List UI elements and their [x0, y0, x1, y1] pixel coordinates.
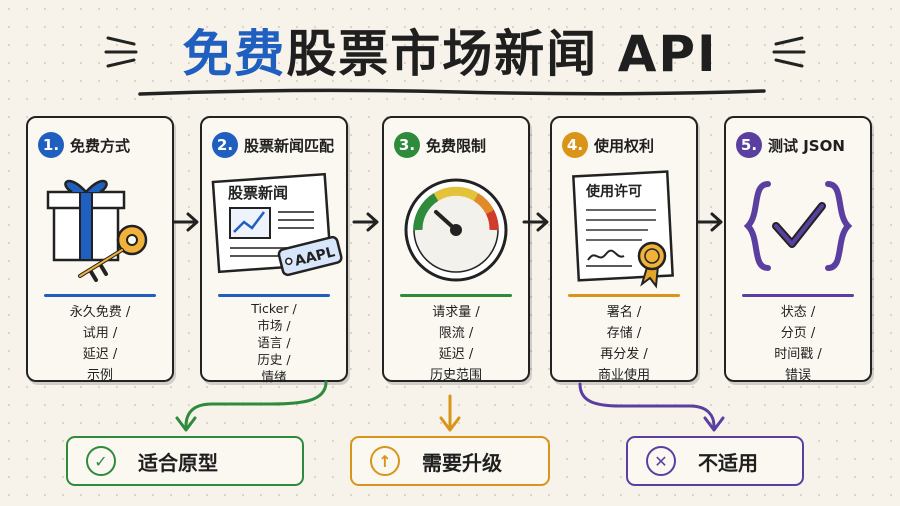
list-item: 署名 /	[606, 305, 642, 320]
list-item: 商业使用	[597, 368, 650, 383]
newspaper-tag-icon: 股票新闻 AAPL	[211, 172, 343, 277]
license-certificate-icon: 使用许可	[572, 170, 674, 289]
newspaper-title: 股票新闻	[228, 184, 288, 202]
list-item: 分页 /	[780, 326, 816, 341]
list-item: 请求量 /	[432, 305, 480, 320]
list-item: 限流 /	[438, 326, 474, 341]
step-card-usage-rights: 4. 使用权利 使用许可 署名 / 存储 / 再分发 / 商业使用	[550, 116, 698, 383]
title-rest: 股票市场新闻 API	[286, 25, 718, 83]
gift-key-icon	[46, 179, 148, 282]
list-item: 延迟 /	[82, 347, 118, 362]
step-card-free-limits: 3. 免费限制 请求量 / 限流 / 延迟 / 历史范围	[382, 116, 530, 383]
step-items: 状态 / 分页 / 时间戳 / 错误	[726, 302, 870, 386]
up-arrow-circle-icon: ↑	[370, 446, 400, 476]
card-divider	[44, 294, 156, 297]
arrow-right-icon	[696, 212, 723, 232]
list-item: 示例	[86, 368, 113, 383]
step-title: 使用权利	[594, 136, 655, 155]
json-check-icon	[743, 181, 853, 271]
list-item: 永久免费 /	[69, 305, 131, 320]
list-item: 语言 /	[257, 335, 291, 350]
step-card-free-mode: 1. 免费方式 永久免费 / 试用 / 延迟 / 示例	[26, 116, 174, 383]
license-doc-title: 使用许可	[585, 183, 642, 200]
step-items: Ticker / 市场 / 语言 / 历史 / 情绪	[202, 300, 346, 385]
sparkle-lines-left-icon	[104, 36, 138, 68]
list-item: 历史范围	[429, 368, 482, 383]
step-title: 免费方式	[70, 136, 131, 155]
card-divider	[568, 294, 680, 297]
outcome-label: 需要升级	[422, 450, 502, 475]
arrow-right-icon	[172, 212, 199, 232]
x-circle-icon: ✕	[646, 446, 676, 476]
step-title: 免费限制	[426, 136, 487, 155]
list-item: 时间戳 /	[774, 347, 822, 362]
step-number: 1.	[38, 132, 64, 158]
title-underline	[138, 88, 766, 96]
list-item: 情绪	[261, 369, 287, 384]
outcome-label: 适合原型	[138, 450, 218, 475]
arrow-right-icon	[352, 212, 379, 232]
step-items: 署名 / 存储 / 再分发 / 商业使用	[552, 302, 696, 386]
step-number: 4.	[562, 132, 588, 158]
arrow-right-icon	[522, 212, 549, 232]
step-card-news-matching: 2. 股票新闻匹配 股票新闻 AAPL Ticker / 市场 / 语言 / 历…	[200, 116, 348, 385]
list-item: 再分发 /	[600, 347, 648, 362]
list-item: 状态 /	[780, 305, 816, 320]
check-circle-icon: ✓	[86, 446, 116, 476]
list-item: 试用 /	[82, 326, 118, 341]
gauge-icon	[404, 178, 508, 282]
step-items: 永久免费 / 试用 / 延迟 / 示例	[28, 302, 172, 386]
sparkle-lines-right-icon	[772, 36, 806, 68]
step-title: 测试 JSON	[768, 136, 845, 155]
list-item: 历史 /	[257, 352, 291, 367]
outcome-prototype: ✓ 适合原型	[66, 436, 304, 486]
step-card-test-json: 5. 测试 JSON 状态 / 分页 / 时间戳 / 错误	[724, 116, 872, 383]
list-item: 市场 /	[257, 318, 291, 333]
title-accent: 免费	[182, 25, 287, 83]
list-item: Ticker /	[251, 301, 297, 316]
step-number: 5.	[736, 132, 762, 158]
outcome-label: 不适用	[698, 450, 758, 475]
page-title: 免费股票市场新闻 API	[0, 14, 900, 86]
list-item: 错误	[784, 368, 811, 383]
outcome-not-applicable: ✕ 不适用	[626, 436, 804, 486]
card-divider	[742, 294, 854, 297]
outcome-upgrade: ↑ 需要升级	[350, 436, 550, 486]
step-number: 2.	[212, 132, 238, 158]
step-number: 3.	[394, 132, 420, 158]
card-divider	[400, 294, 512, 297]
step-title: 股票新闻匹配	[244, 136, 335, 155]
list-item: 存储 /	[606, 326, 642, 341]
list-item: 延迟 /	[438, 347, 474, 362]
step-items: 请求量 / 限流 / 延迟 / 历史范围	[384, 302, 528, 386]
card-divider	[218, 294, 330, 297]
